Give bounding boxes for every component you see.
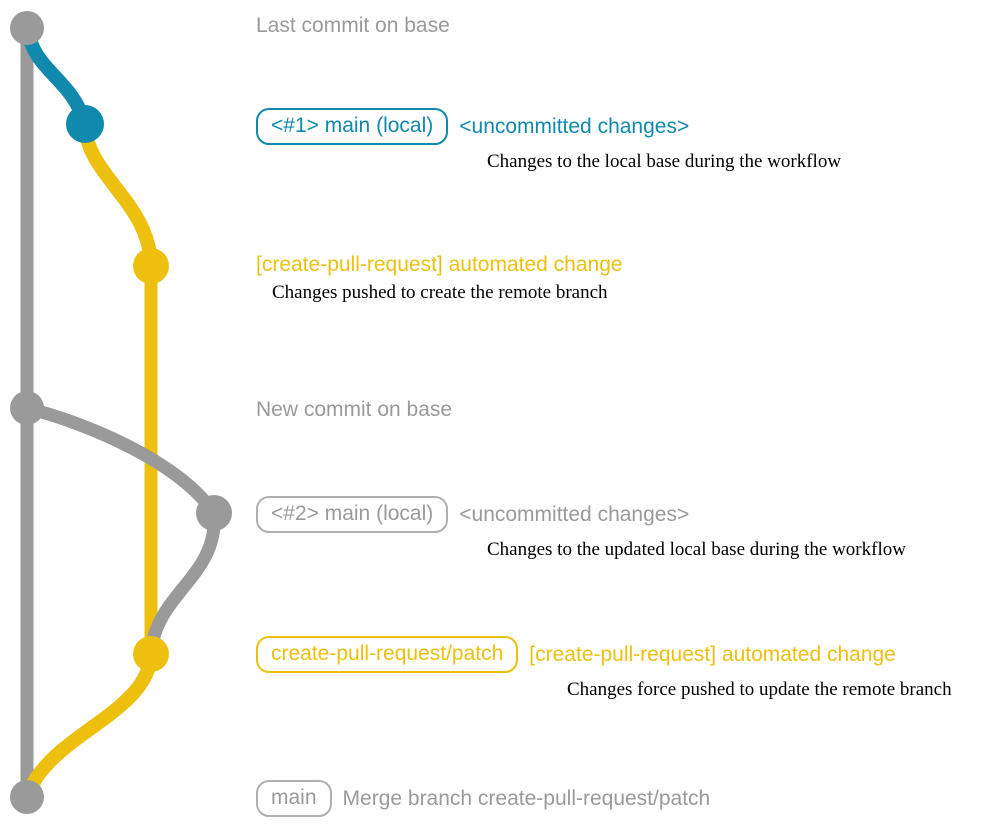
commit-note-local-1: Changes to the local base during the wor… — [487, 151, 842, 173]
graph-node-patch-2 — [133, 636, 169, 672]
graph-node-local-1 — [66, 105, 104, 143]
section-label-last-commit-on-base: Last commit on base — [256, 14, 450, 37]
commit-entry-local-2-row: <#2> main (local) <uncommitted changes> — [256, 496, 690, 534]
commit-note-local-2: Changes to the updated local base during… — [487, 539, 906, 561]
graph-edge-basenew-to-local2 — [20, 401, 221, 520]
commit-entry-local-1-row: <#1> main (local) <uncommitted changes> — [256, 108, 690, 146]
commit-subject-merge: Merge branch create-pull-request/patch — [342, 786, 711, 810]
ref-badge-main[interactable]: main — [256, 780, 332, 818]
graph-edge-local1-to-patch1 — [78, 117, 158, 273]
ref-badge-create-pull-request-patch[interactable]: create-pull-request/patch — [256, 636, 519, 674]
section-label-new-commit-on-base: New commit on base — [256, 398, 453, 421]
ref-badge-main-local-1[interactable]: <#1> main (local) — [256, 108, 449, 146]
commit-note-automated-change-2: Changes force pushed to update the remot… — [567, 679, 952, 701]
graph-node-base-head — [10, 11, 44, 45]
commit-entry-merge: main Merge branch create-pull-request/pa… — [256, 780, 711, 818]
commit-entry-automated-change-1-row: [create-pull-request] automated change — [256, 253, 623, 276]
commit-entry-merge-row: main Merge branch create-pull-request/pa… — [256, 780, 711, 818]
graph-node-merge — [10, 780, 44, 814]
graph-node-base-new — [10, 391, 44, 425]
commit-subject-automated-change-1: [create-pull-request] automated change — [256, 253, 623, 276]
graph-node-patch-1 — [133, 248, 169, 284]
commit-entry-automated-change-2: create-pull-request/patch [create-pull-r… — [256, 636, 952, 701]
commit-entry-local-2: <#2> main (local) <uncommitted changes> … — [256, 496, 906, 561]
commit-entry-local-1: <#1> main (local) <uncommitted changes> … — [256, 108, 841, 173]
commit-note-automated-change-1: Changes pushed to create the remote bran… — [272, 282, 608, 304]
commit-entry-automated-change-1: [create-pull-request] automated change C… — [256, 253, 623, 304]
commit-subject-local-1: <uncommitted changes> — [459, 114, 690, 138]
ref-badge-main-local-2[interactable]: <#2> main (local) — [256, 496, 449, 534]
commit-subject-local-2: <uncommitted changes> — [459, 502, 690, 526]
graph-edge-base-to-local1 — [20, 21, 92, 131]
commit-subject-automated-change-2: [create-pull-request] automated change — [529, 642, 896, 666]
graph-edge-patch2-to-merge — [20, 647, 158, 804]
graph-node-local-2 — [196, 495, 232, 531]
commit-entry-automated-change-2-row: create-pull-request/patch [create-pull-r… — [256, 636, 896, 674]
graph-edge-local2-to-patch2 — [144, 506, 221, 661]
